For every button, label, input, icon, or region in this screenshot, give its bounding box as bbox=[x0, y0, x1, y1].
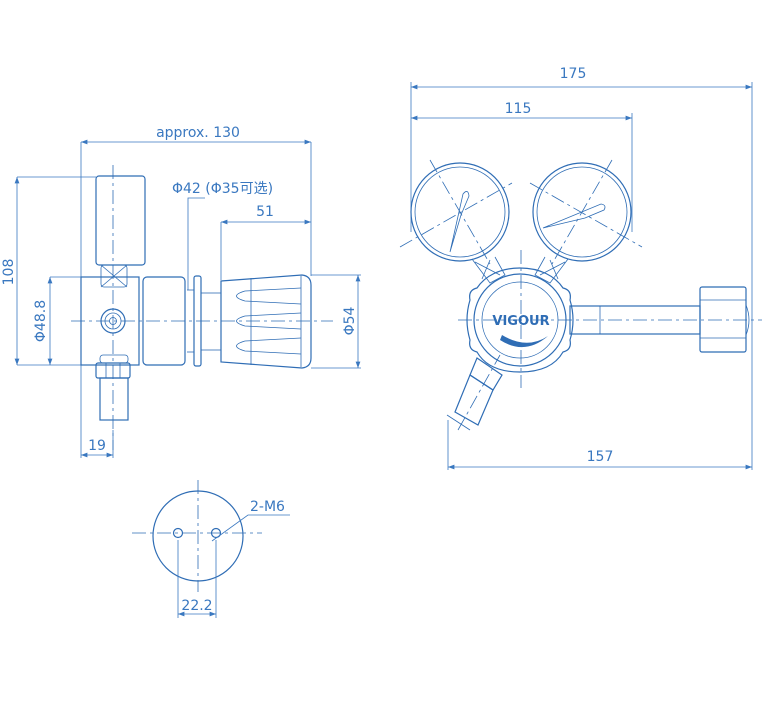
knob-leader bbox=[187, 197, 205, 290]
knob-diameter-option-label: Φ42 (Φ35可选) bbox=[172, 181, 273, 197]
outlet-length-label: 157 bbox=[587, 449, 614, 465]
outlet-fitting bbox=[569, 286, 750, 353]
inlet-fitting bbox=[446, 354, 503, 431]
thread-leader bbox=[211, 514, 290, 542]
offset-label: 19 bbox=[88, 438, 106, 454]
gauge-side bbox=[95, 175, 146, 266]
overall-length-label: approx. 130 bbox=[156, 125, 240, 141]
gauge-spacing-label: 115 bbox=[505, 101, 532, 117]
outlet-pressure-gauge bbox=[529, 159, 643, 265]
regulator-body: VIGOUR bbox=[466, 267, 574, 373]
front-view: 175 115 bbox=[399, 66, 762, 470]
logo-swoosh bbox=[500, 335, 548, 348]
overall-width-label: 175 bbox=[560, 66, 587, 82]
gauge-needle bbox=[449, 191, 470, 253]
gauge-needle bbox=[542, 203, 606, 229]
bottom-view: 2-M6 22.2 bbox=[132, 480, 290, 618]
height-label: 108 bbox=[1, 259, 17, 286]
inlet-pressure-gauge bbox=[399, 159, 513, 265]
inlet-tube bbox=[99, 377, 129, 421]
thread-label: 2-M6 bbox=[250, 499, 285, 515]
side-view: approx. 130 108 Φ48.8 19 bbox=[1, 125, 361, 458]
adjusting-knob bbox=[220, 274, 312, 369]
knob-diameter-label: Φ54 bbox=[342, 306, 358, 335]
brand-logo: VIGOUR bbox=[492, 314, 549, 329]
gauge-connector-nut bbox=[100, 264, 128, 288]
body-diameter-label: Φ48.8 bbox=[33, 300, 49, 342]
knob-length-label: 51 bbox=[256, 204, 274, 220]
hole-spacing-label: 22.2 bbox=[181, 598, 212, 614]
